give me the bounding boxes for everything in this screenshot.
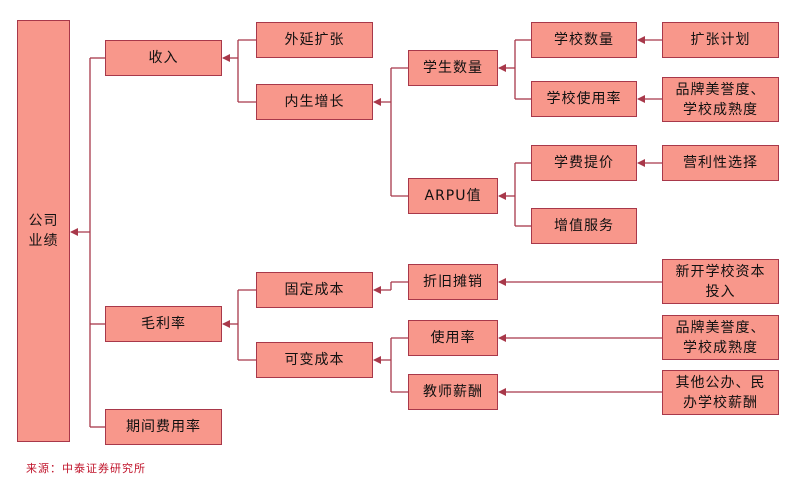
node-depreciation: 折旧摊销 — [408, 264, 498, 300]
node-new-school-line2: 投入 — [705, 283, 736, 300]
node-school-utilization: 学校使用率 — [531, 81, 637, 117]
node-revenue: 收入 — [105, 40, 222, 76]
node-arpu: ARPU值 — [408, 178, 498, 214]
node-new-school-capex: 新开学校资本 投入 — [662, 259, 779, 304]
node-company-line2: 业绩 — [28, 233, 59, 249]
node-company-performance: 公司 业绩 — [17, 20, 70, 442]
node-other-school-pay: 其他公办、民 办学校薪酬 — [662, 370, 779, 415]
node-teacher-pay: 教师薪酬 — [408, 374, 498, 410]
node-student-count: 学生数量 — [408, 50, 498, 86]
node-organic-growth: 内生增长 — [256, 84, 373, 120]
node-other-pay-line2: 办学校薪酬 — [683, 394, 758, 411]
node-other-pay-line1: 其他公办、民 — [675, 374, 766, 391]
node-variable-cost: 可变成本 — [256, 342, 373, 378]
node-brand-reputation-1: 品牌美誉度、 学校成熟度 — [662, 77, 779, 122]
source-note: 来源：中泰证券研究所 — [26, 462, 146, 475]
node-brand2-line1: 品牌美誉度、 — [675, 319, 766, 336]
node-brand-reputation-2: 品牌美誉度、 学校成熟度 — [662, 315, 779, 360]
node-new-school-line1: 新开学校资本 — [675, 263, 766, 280]
node-fixed-cost: 固定成本 — [256, 272, 373, 308]
node-value-added-services: 增值服务 — [531, 208, 637, 244]
node-brand1-line1: 品牌美誉度、 — [675, 81, 766, 98]
node-tuition-increase: 学费提价 — [531, 145, 637, 181]
node-usage-rate: 使用率 — [408, 320, 498, 356]
node-school-count: 学校数量 — [531, 22, 637, 58]
node-company-line1: 公司 — [28, 213, 59, 229]
node-gross-margin: 毛利率 — [105, 306, 222, 342]
node-period-expense-ratio: 期间费用率 — [105, 409, 222, 445]
node-brand2-line2: 学校成熟度 — [683, 339, 758, 356]
node-for-profit-choice: 营利性选择 — [662, 145, 779, 181]
node-brand1-line2: 学校成熟度 — [683, 101, 758, 118]
node-expansion-plan: 扩张计划 — [662, 22, 779, 58]
node-external-expansion: 外延扩张 — [256, 22, 373, 58]
